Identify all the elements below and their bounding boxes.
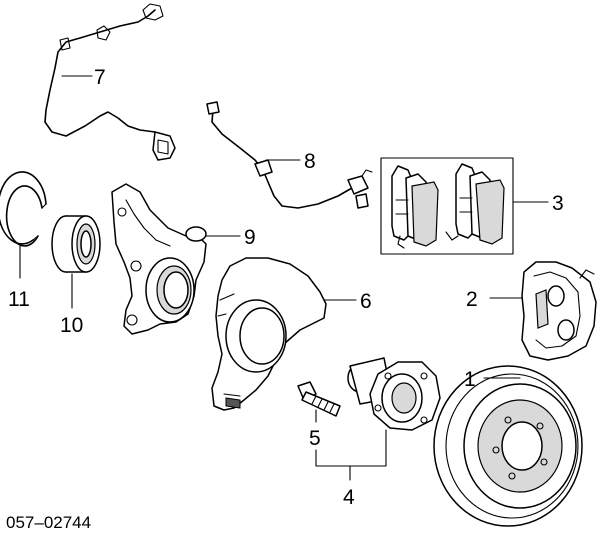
brake-hose-part-8[interactable]: [206, 101, 373, 209]
callout-2: 2: [466, 288, 478, 311]
callout-7: 7: [94, 66, 106, 89]
callout-10: 10: [60, 314, 83, 337]
callout-11: 11: [8, 288, 30, 311]
callout-4: 4: [343, 486, 355, 509]
callout-8: 8: [304, 150, 316, 173]
wheel-bearing-part-10[interactable]: [51, 215, 101, 273]
brake-disc-rotor-part-1[interactable]: [433, 365, 583, 527]
steering-knuckle-part-9[interactable]: [111, 183, 207, 335]
abs-sensor-wire-part-7[interactable]: [44, 3, 176, 161]
snap-ring-part-11[interactable]: [0, 171, 47, 247]
wheel-stud-part-5[interactable]: [297, 381, 341, 417]
callout-3: 3: [552, 192, 564, 215]
callout-5: 5: [309, 427, 321, 450]
brake-caliper-part-2[interactable]: [521, 261, 597, 361]
dust-shield-part-6[interactable]: [211, 257, 327, 411]
callout-9: 9: [244, 226, 256, 249]
diagram-reference-code: 057–02744: [6, 513, 91, 532]
leader-lines: [19, 75, 549, 481]
brake-pad-kit-part-3[interactable]: [380, 157, 514, 255]
callout-1: 1: [464, 368, 476, 391]
callout-6: 6: [360, 290, 372, 313]
wheel-hub-part-4[interactable]: [347, 357, 441, 431]
callout-labels: 7 8 3 9 6 2 1 11 10 5 4: [8, 66, 564, 509]
